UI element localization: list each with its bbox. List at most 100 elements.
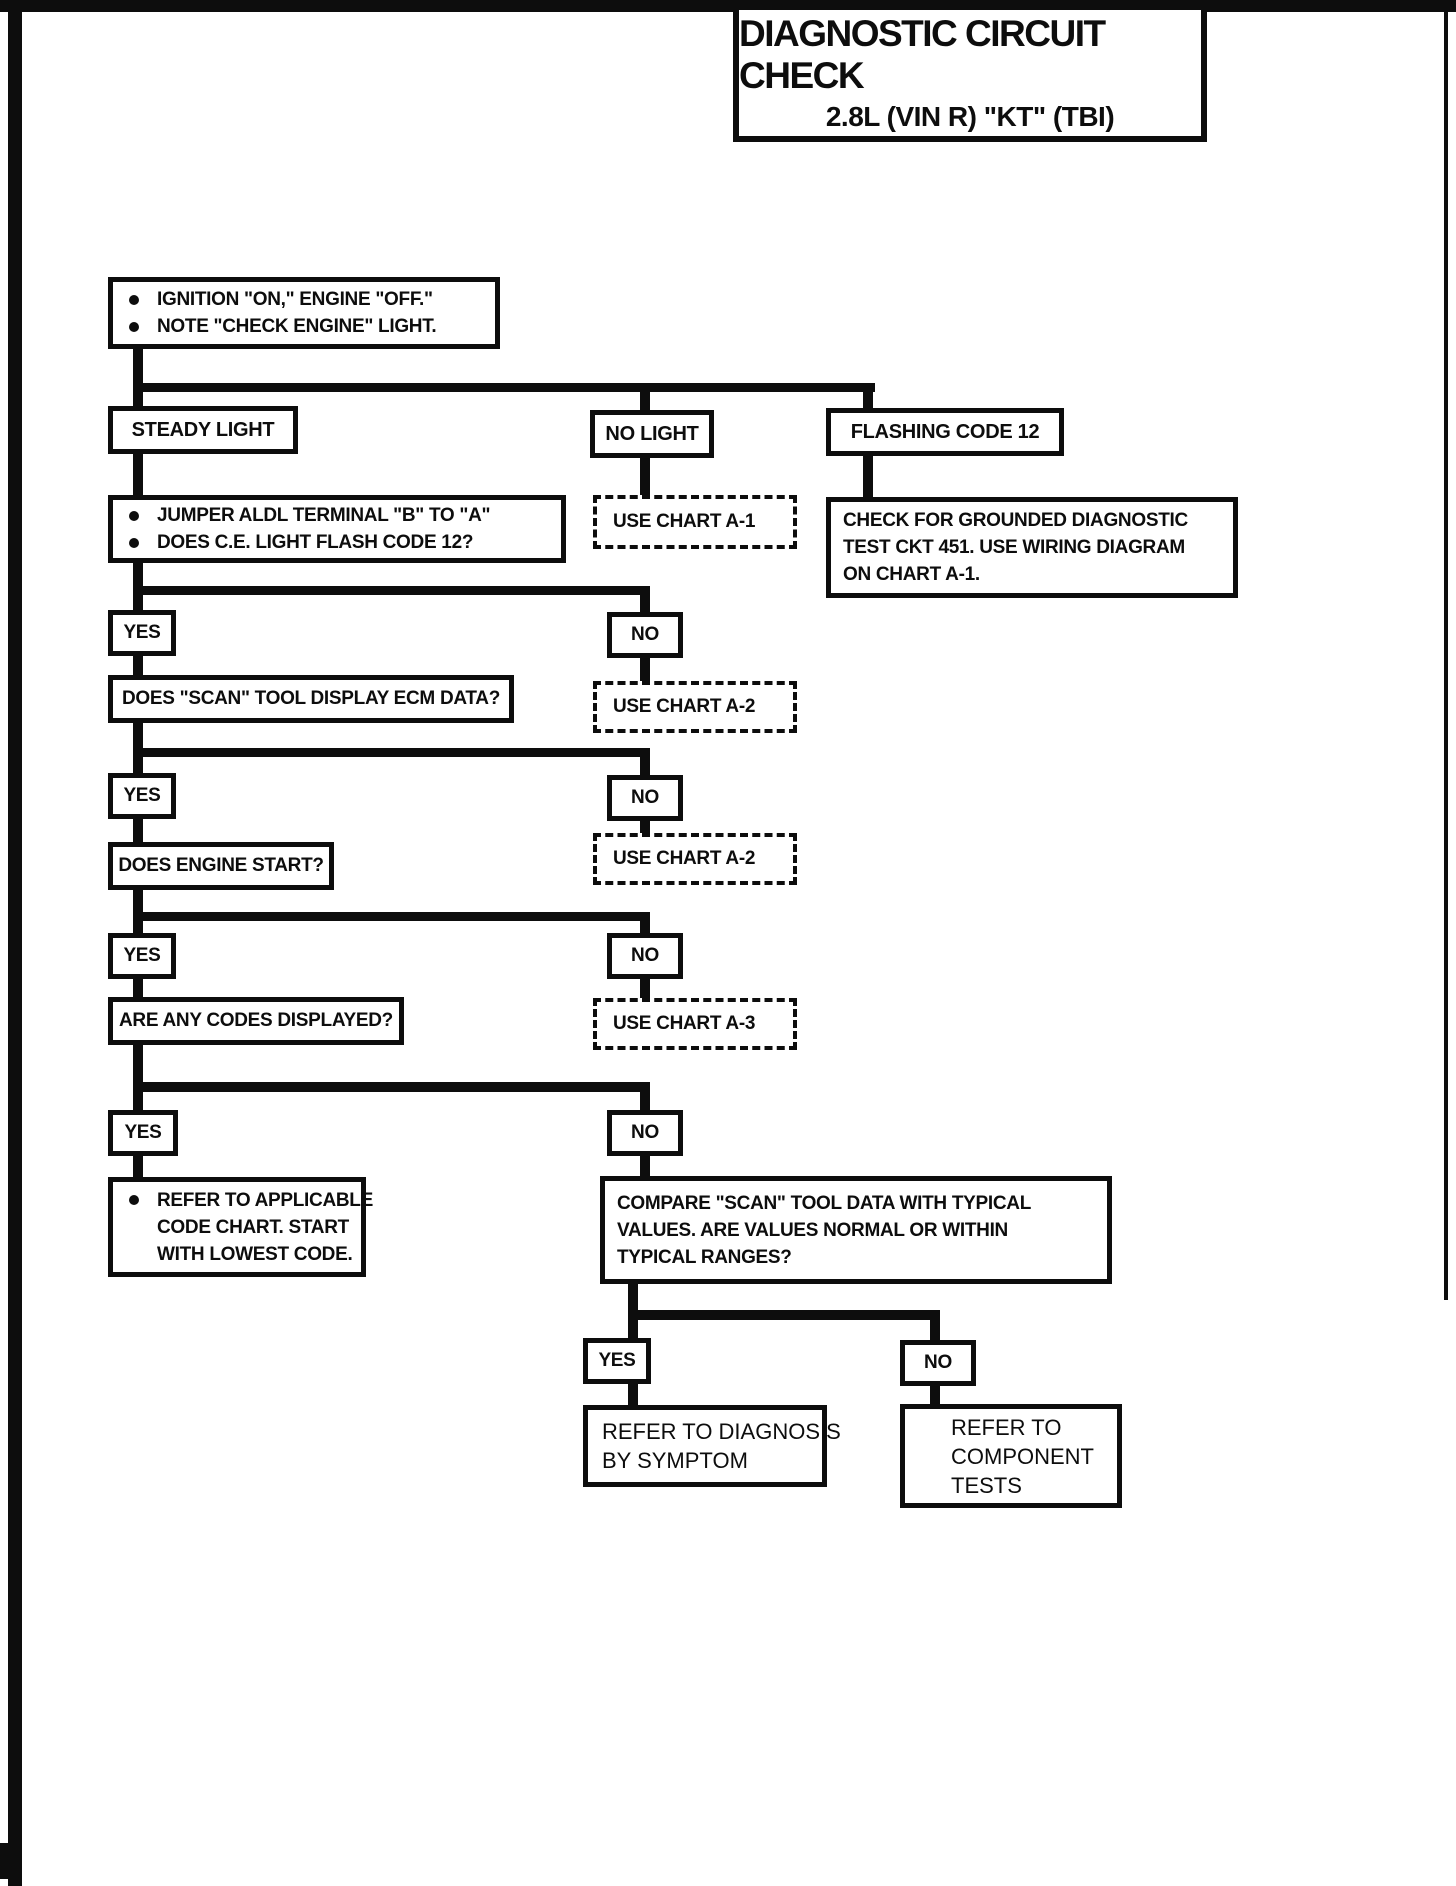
no-label: NO (631, 1122, 659, 1143)
check-grounded-line2: TEST CKT 451. USE WIRING DIAGRAM (843, 537, 1185, 558)
bullet-icon (129, 510, 139, 521)
flashing-code-12-box: FLASHING CODE 12 (826, 408, 1064, 456)
yes-box-4: YES (108, 1110, 178, 1156)
connector (863, 392, 873, 410)
no-label: NO (631, 945, 659, 966)
yes-label: YES (124, 1122, 162, 1143)
no-light-box: NO LIGHT (590, 410, 714, 458)
compare-line2: VALUES. ARE VALUES NORMAL OR WITHIN (617, 1219, 1008, 1241)
no-box-3: NO (607, 933, 683, 979)
refer-code-chart-line2: CODE CHART. START (157, 1216, 349, 1238)
connector (628, 1320, 638, 1340)
use-chart-a1-box: USE CHART A-1 (593, 495, 797, 549)
compare-scan-data-box: COMPARE "SCAN" TOOL DATA WITH TYPICAL VA… (600, 1176, 1112, 1284)
connector (133, 912, 650, 921)
jumper-line1: JUMPER ALDL TERMINAL "B" TO "A" (157, 505, 491, 526)
connector (133, 654, 143, 677)
connector (628, 1282, 638, 1312)
connector (133, 1154, 143, 1179)
no-box-4: NO (607, 1110, 683, 1156)
yes-box-3: YES (108, 933, 176, 979)
title-box: DIAGNOSTIC CIRCUIT CHECK 2.8L (VIN R) "K… (733, 10, 1207, 142)
connector (133, 757, 143, 775)
page-subtitle: 2.8L (VIN R) "KT" (TBI) (825, 101, 1115, 132)
connector (133, 452, 143, 495)
use-chart-a1-label: USE CHART A-1 (613, 511, 756, 532)
yes-label: YES (123, 622, 161, 643)
scan-tool-question-label: DOES "SCAN" TOOL DISPLAY ECM DATA? (121, 688, 500, 709)
connector (133, 586, 650, 595)
scan-tool-question-box: DOES "SCAN" TOOL DISPLAY ECM DATA? (108, 675, 514, 723)
connector (628, 1310, 940, 1320)
refer-code-chart-line1: REFER TO APPLICABLE (157, 1189, 373, 1211)
connector (640, 456, 650, 497)
connector (640, 1092, 650, 1112)
refer-code-chart-box: REFER TO APPLICABLE CODE CHART. START WI… (108, 1177, 373, 1277)
check-grounded-box: CHECK FOR GROUNDED DIAGNOSTIC TEST CKT 4… (826, 497, 1238, 598)
yes-label: YES (123, 945, 161, 966)
connector (133, 1082, 650, 1092)
use-chart-a2-box-2: USE CHART A-2 (593, 833, 797, 885)
page-border-right (1444, 0, 1448, 1300)
bullet-icon (129, 537, 139, 548)
start-box: IGNITION "ON," ENGINE "OFF." NOTE "CHECK… (108, 277, 500, 349)
diagnosis-by-symptom-box: REFER TO DIAGNOSIS BY SYMPTOM (583, 1405, 841, 1487)
connector (930, 1320, 940, 1342)
use-chart-a3-box: USE CHART A-3 (593, 998, 797, 1050)
check-grounded-line1: CHECK FOR GROUNDED DIAGNOSTIC (843, 510, 1188, 531)
bullet-icon (129, 321, 139, 332)
connector (133, 977, 143, 999)
yes-box-1: YES (108, 610, 176, 656)
use-chart-a2-box-1: USE CHART A-2 (593, 681, 797, 733)
connector (640, 1154, 650, 1178)
connector (640, 921, 650, 935)
connector (628, 1382, 638, 1407)
connector (133, 1043, 143, 1084)
jumper-line2: DOES C.E. LIGHT FLASH CODE 12? (157, 532, 474, 553)
connector (133, 392, 143, 408)
start-line2: NOTE "CHECK ENGINE" LIGHT. (157, 316, 437, 337)
compare-line1: COMPARE "SCAN" TOOL DATA WITH TYPICAL (617, 1192, 1031, 1214)
yes-label: YES (598, 1350, 636, 1371)
engine-start-question-label: DOES ENGINE START? (118, 855, 324, 876)
no-box-1: NO (607, 612, 683, 658)
component-tests-line1: REFER TO (951, 1414, 1062, 1440)
component-tests-line3: TESTS (951, 1472, 1022, 1498)
bullet-icon (129, 294, 139, 305)
page-corner-mark (0, 1843, 9, 1879)
refer-code-chart-line3: WITH LOWEST CODE. (157, 1243, 353, 1265)
connector (133, 561, 143, 588)
bullet-icon (129, 1195, 139, 1205)
jumper-aldl-box: JUMPER ALDL TERMINAL "B" TO "A" DOES C.E… (108, 495, 566, 563)
no-label: NO (631, 787, 659, 808)
yes-box-2: YES (108, 773, 176, 819)
connector (640, 757, 650, 777)
engine-start-question-box: DOES ENGINE START? (108, 842, 334, 890)
connector (133, 817, 143, 844)
connector (133, 888, 143, 914)
no-box-2: NO (607, 775, 683, 821)
yes-box-5: YES (583, 1338, 651, 1384)
connector (133, 1092, 143, 1112)
diagnosis-line1: REFER TO DIAGNOSIS (602, 1419, 841, 1444)
connector (133, 921, 143, 935)
page-border-top (0, 0, 1456, 12)
diagnosis-line2: BY SYMPTOM (602, 1448, 748, 1473)
yes-label: YES (123, 785, 161, 806)
flashing-code-12-label: FLASHING CODE 12 (850, 420, 1040, 443)
component-tests-line2: COMPONENT (951, 1443, 1094, 1469)
connector (640, 392, 650, 412)
connector (133, 383, 875, 392)
connector (640, 819, 650, 835)
use-chart-a2-label: USE CHART A-2 (613, 696, 756, 717)
connector (640, 977, 650, 1000)
steady-light-label: STEADY LIGHT (131, 418, 275, 441)
no-light-label: NO LIGHT (605, 422, 699, 445)
use-chart-a3-label: USE CHART A-3 (613, 1013, 756, 1034)
no-label: NO (631, 624, 659, 645)
connector (863, 454, 873, 498)
page-border-left (8, 0, 22, 1886)
check-grounded-line3: ON CHART A-1. (843, 564, 980, 585)
connector (133, 748, 650, 757)
